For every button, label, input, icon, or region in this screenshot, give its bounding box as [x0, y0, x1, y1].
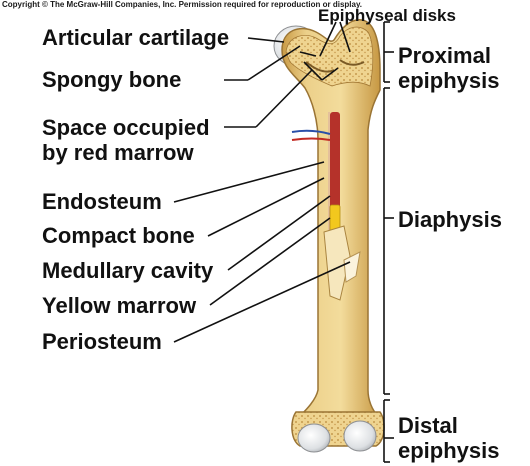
label-space-red-marrow-line2: by red marrow: [42, 140, 194, 165]
label-endosteum: Endosteum: [42, 189, 162, 214]
red-marrow-cavity: [330, 112, 340, 212]
vessel-red: [291, 137, 331, 141]
label-diaphysis: Diaphysis: [398, 207, 502, 232]
label-space-red-marrow-line1: Space occupied: [42, 115, 210, 140]
copyright-notice: Copyright © The McGraw-Hill Companies, I…: [2, 0, 363, 9]
label-periosteum: Periosteum: [42, 329, 162, 354]
distal-cartilage-left: [297, 423, 331, 453]
label-proximal-line1: Proximal: [398, 43, 491, 68]
label-distal-line2: epiphysis: [398, 438, 500, 463]
vessel-blue: [291, 129, 331, 135]
periosteum-fold: [343, 251, 361, 283]
leader-lines: [173, 21, 394, 463]
distal-epiphysis-shape: [291, 411, 385, 453]
proximal-epiphysis-shape: [273, 19, 381, 417]
epiphyseal-disk-line-1: [305, 61, 335, 73]
label-spongy-bone: Spongy bone: [42, 67, 182, 92]
epiphyseal-disk-line-2: [339, 59, 365, 66]
periosteum-flap: [323, 225, 351, 301]
label-distal-line1: Distal: [398, 413, 458, 438]
label-yellow-marrow: Yellow marrow: [42, 293, 197, 318]
distal-cartilage-right: [343, 420, 377, 452]
label-medullary-cavity: Medullary cavity: [42, 258, 214, 283]
label-proximal-line2: epiphysis: [398, 68, 500, 93]
label-epiphyseal-disks: Epiphyseal disks: [318, 6, 456, 25]
label-articular-cartilage: Articular cartilage: [42, 25, 230, 50]
label-compact-bone: Compact bone: [42, 223, 195, 248]
spongy-bone-region: [285, 26, 374, 87]
